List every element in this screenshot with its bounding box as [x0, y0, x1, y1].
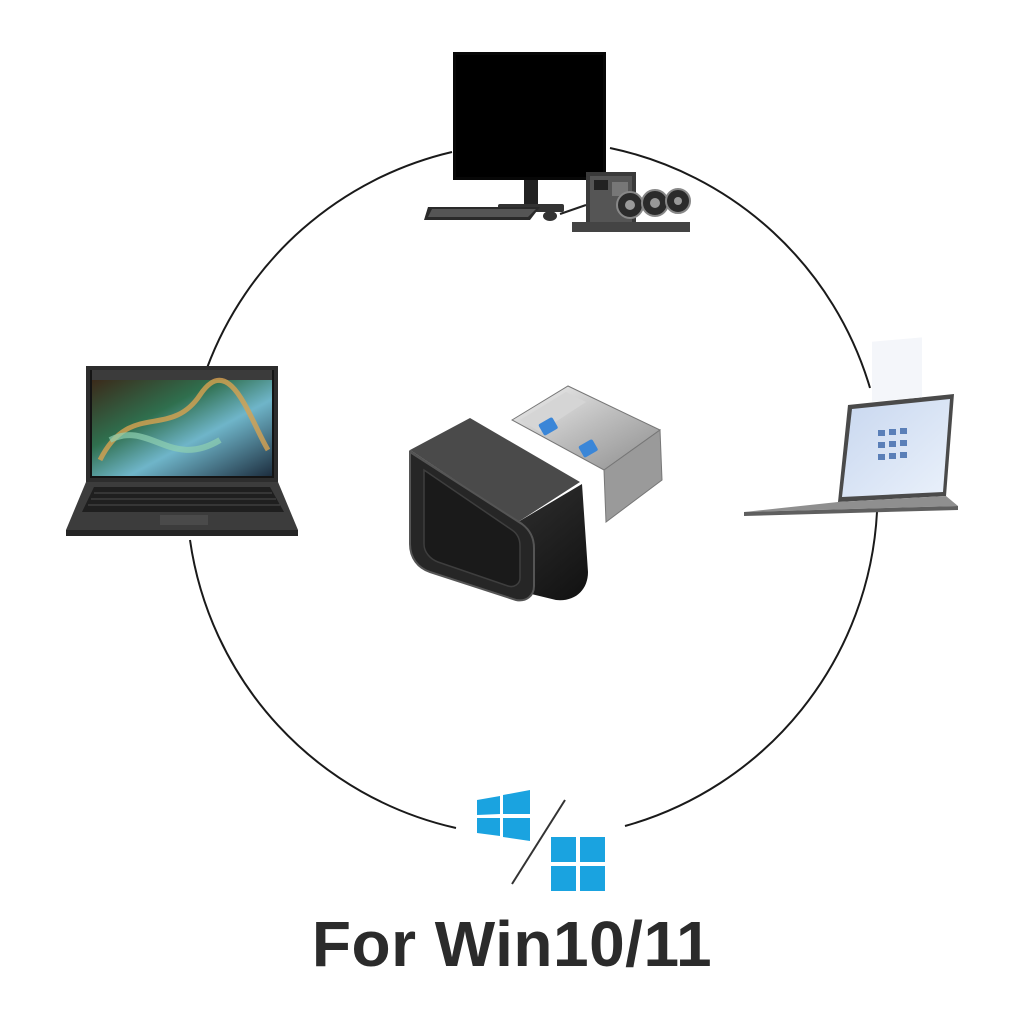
connection-ring — [189, 147, 878, 829]
logo-separator — [511, 799, 566, 885]
usb-fingerprint-reader-icon — [409, 385, 663, 602]
desktop-monitor-tower-icon — [424, 52, 691, 232]
compatibility-caption: For Win10/11 — [311, 908, 713, 980]
laptop-icon — [66, 366, 298, 536]
usb-plug-tab — [538, 417, 558, 436]
ring-arc — [189, 539, 457, 829]
surface-laptop-icon — [744, 337, 958, 516]
usb-plug-tab — [578, 439, 598, 458]
ring-arc — [609, 147, 871, 389]
windows-10-logo — [477, 790, 530, 841]
ring-arc — [624, 511, 878, 827]
ring-arc — [206, 151, 453, 369]
windows-11-logo — [551, 837, 605, 891]
